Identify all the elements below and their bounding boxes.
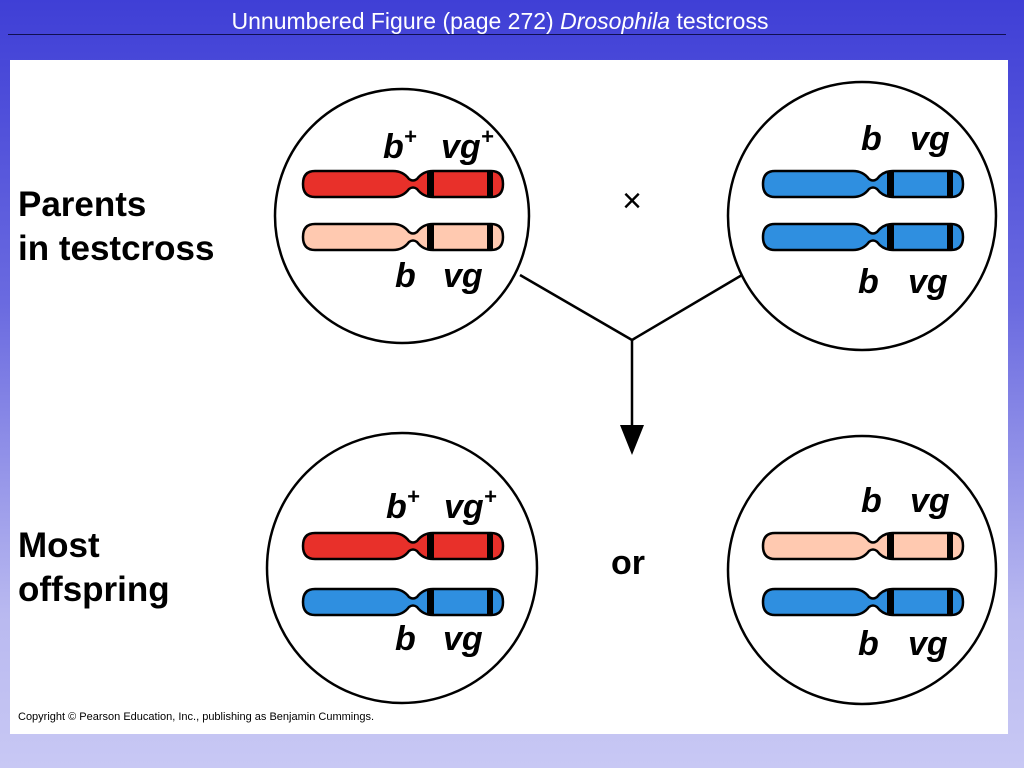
parent2-chromosome-1 — [761, 169, 965, 199]
parent2-bottom-b-label: b — [858, 263, 879, 301]
offspring1-bottom-vg-label: vg — [443, 620, 483, 658]
parent1-circle — [273, 87, 531, 345]
parents-label-line1: Parents — [18, 185, 147, 224]
parent2-top-vg-label: vg — [910, 120, 950, 158]
title-rule — [8, 34, 1006, 35]
parents-label-line2: in testcross — [18, 229, 215, 268]
slide-title: Unnumbered Figure (page 272) Drosophila … — [0, 8, 1000, 35]
or-text: or — [611, 544, 645, 582]
offspring1-top-vg-label: vg+ — [444, 484, 497, 526]
parents-label: Parents in testcross — [18, 183, 214, 271]
title-prefix: Unnumbered Figure (page 272) — [231, 8, 561, 34]
parent1-top-vg-label: vg+ — [441, 124, 494, 166]
offspring1-circle — [265, 431, 539, 705]
offspring2-bottom-b-label: b — [858, 625, 879, 663]
parent2-circle — [726, 80, 998, 352]
parent2-chromosome-2 — [761, 222, 965, 252]
offspring2-bottom-vg-label: vg — [908, 625, 948, 663]
offspring1-chromosome-dominant — [301, 531, 505, 561]
parent2-top-b-label: b — [861, 120, 882, 158]
parent1-top-b-label: b+ — [383, 124, 417, 166]
offspring-label-line2: offspring — [18, 570, 170, 609]
cross-symbol: × — [622, 182, 642, 220]
parent1-bottom-b-label: b — [395, 257, 416, 295]
copyright-notice: Copyright © Pearson Education, Inc., pub… — [18, 711, 375, 723]
connector-left — [519, 273, 633, 342]
offspring-label: Most offspring — [18, 524, 170, 612]
offspring2-top-b-label: b — [861, 482, 882, 520]
offspring1-top-b-label: b+ — [386, 484, 420, 526]
connector-right — [631, 273, 743, 342]
parent1-bottom-vg-label: vg — [443, 257, 483, 295]
offspring-label-line1: Most — [18, 526, 100, 565]
arrow-head — [620, 425, 644, 455]
offspring2-chromosome-2 — [761, 587, 965, 617]
offspring1-chromosome-recessive — [301, 587, 505, 617]
parent1-chromosome-recessive — [301, 222, 505, 252]
parent1-chromosome-dominant — [301, 169, 505, 199]
offspring1-bottom-b-label: b — [395, 620, 416, 658]
title-species: Drosophila — [560, 8, 671, 34]
title-suffix: testcross — [670, 8, 769, 34]
parent2-bottom-vg-label: vg — [908, 263, 948, 301]
offspring2-circle — [726, 434, 998, 706]
offspring2-chromosome-1 — [761, 531, 965, 561]
offspring2-top-vg-label: vg — [910, 482, 950, 520]
